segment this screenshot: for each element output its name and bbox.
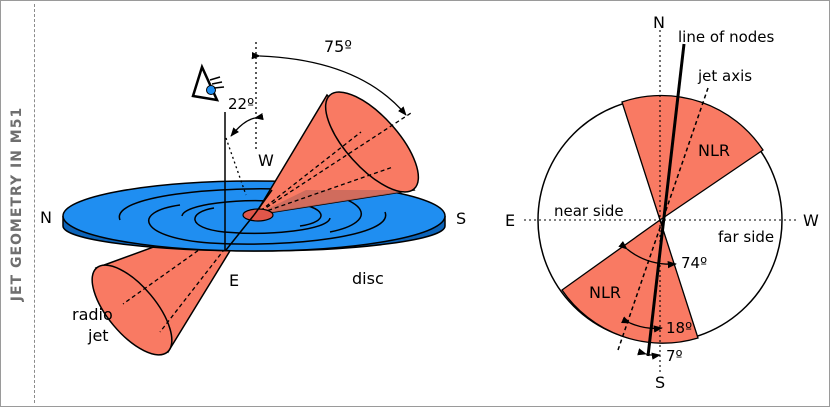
label-jet: jet bbox=[87, 326, 109, 345]
label-nlr-top: NLR bbox=[698, 141, 730, 160]
arc-18-degrees bbox=[621, 316, 663, 333]
label-south-right: S bbox=[655, 373, 665, 392]
label-east-right: E bbox=[505, 211, 515, 230]
label-line-of-nodes: line of nodes bbox=[678, 28, 774, 46]
label-east-left: E bbox=[229, 271, 239, 290]
label-west-left: W bbox=[258, 151, 274, 170]
arc-75-degrees bbox=[251, 52, 407, 116]
arc-7-degrees bbox=[637, 348, 661, 360]
label-near-side: near side bbox=[554, 202, 624, 220]
label-angle-74: 74º bbox=[681, 254, 707, 272]
label-angle-top: 75º bbox=[324, 37, 352, 56]
label-angle-18: 18º bbox=[666, 319, 692, 337]
sky-projection-diagram: N S E W line of nodes jet axis NLR NLR n… bbox=[505, 13, 819, 392]
label-disc: disc bbox=[352, 269, 384, 288]
label-radio: radio bbox=[72, 305, 113, 324]
line-to-west bbox=[253, 189, 273, 216]
label-west-right: W bbox=[803, 211, 819, 230]
label-nlr-bottom: NLR bbox=[589, 283, 621, 302]
label-angle-7: 7º bbox=[666, 347, 683, 365]
label-north-left: N bbox=[40, 208, 52, 227]
arc-74-degrees bbox=[618, 241, 677, 269]
label-angle-eye: 22º bbox=[228, 95, 254, 113]
eye-sightline-dotted bbox=[225, 137, 247, 196]
radio-jet-upper-cone bbox=[242, 91, 420, 222]
label-jet-axis: jet axis bbox=[697, 67, 752, 85]
line-to-east bbox=[225, 214, 255, 251]
label-south-left: S bbox=[456, 209, 466, 228]
arc-22-degrees bbox=[230, 112, 264, 137]
label-far-side: far side bbox=[718, 228, 774, 246]
observer-eye-icon bbox=[191, 63, 225, 102]
title-separator bbox=[34, 4, 35, 403]
label-north-right: N bbox=[653, 13, 665, 32]
line-of-nodes bbox=[646, 43, 686, 357]
nlr-wedge-top bbox=[621, 94, 764, 222]
jet-geometry-3d-diagram: 22º 75º N S E W disc radio jet bbox=[40, 37, 466, 356]
